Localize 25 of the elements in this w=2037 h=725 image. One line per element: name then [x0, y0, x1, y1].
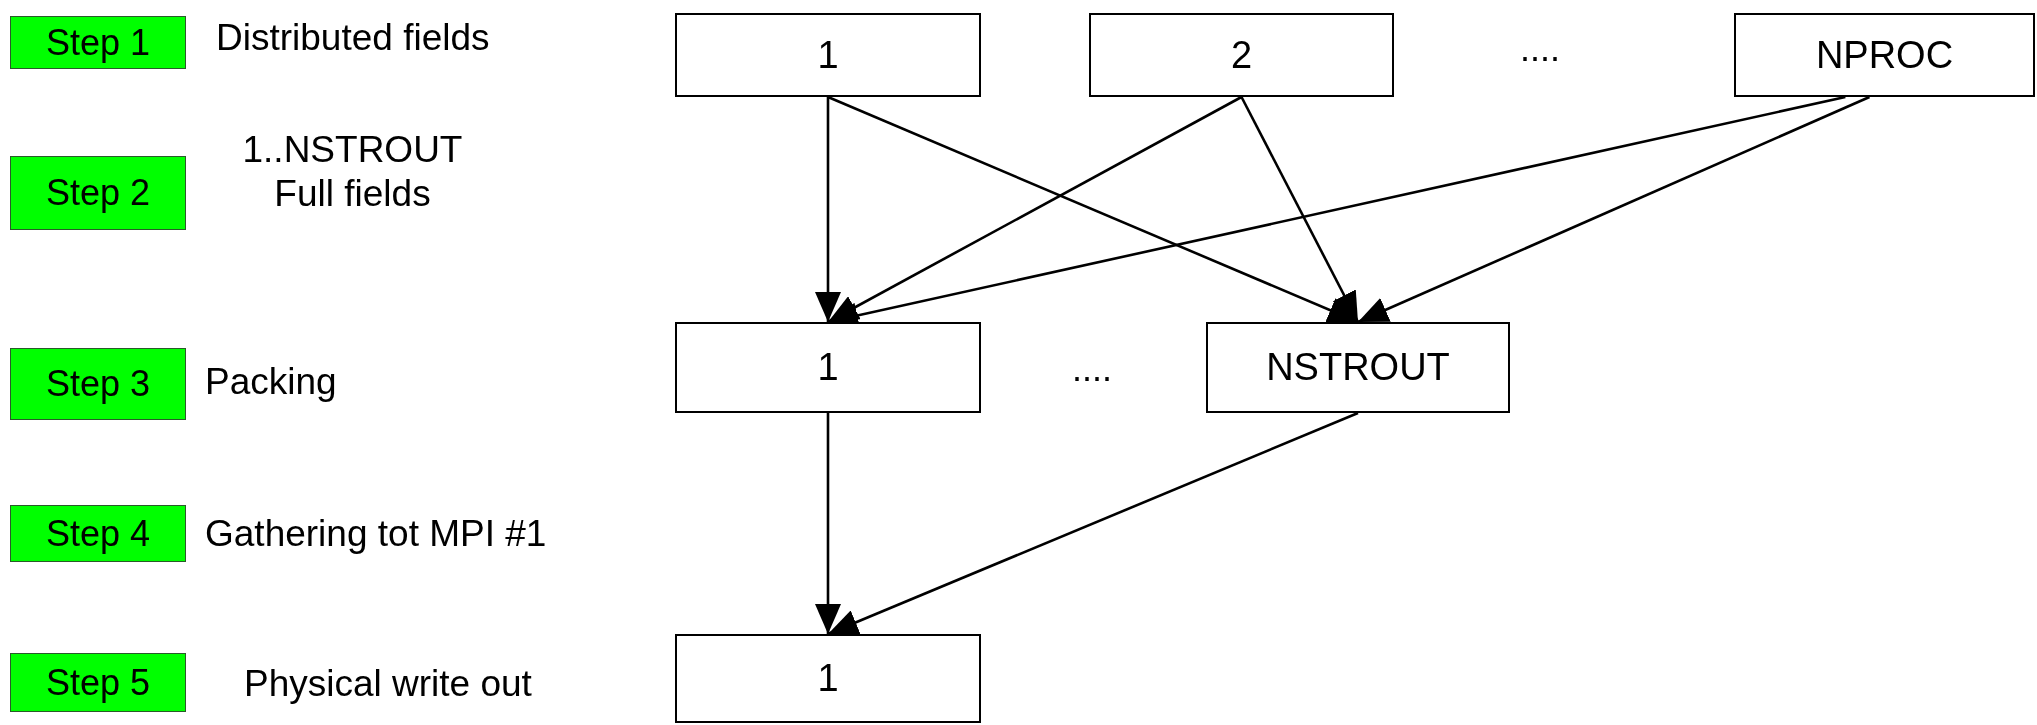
- step-badge: Step 2: [10, 156, 186, 230]
- step-description: 1..NSTROUT Full fields: [241, 128, 464, 217]
- process-box: 1: [675, 322, 981, 413]
- arrow: [815, 97, 841, 322]
- process-box: NPROC: [1734, 13, 2035, 97]
- step-description: Distributed fields: [216, 16, 491, 60]
- process-box: 2: [1089, 13, 1394, 97]
- ellipsis-label: ....: [1520, 28, 1560, 70]
- arrow: [827, 411, 1359, 636]
- step-badge: Step 5: [10, 653, 186, 712]
- step-description: Packing: [205, 360, 338, 404]
- arrow: [827, 95, 1359, 324]
- process-box: 1: [675, 13, 981, 97]
- step-badge: Step 4: [10, 505, 186, 562]
- step-badge: Step 1: [10, 16, 186, 69]
- step-description: Physical write out: [244, 662, 533, 706]
- arrow: [1240, 96, 1360, 323]
- step-description: Gathering tot MPI #1: [205, 512, 548, 556]
- process-box: NSTROUT: [1206, 322, 1510, 413]
- step-badge: Step 3: [10, 348, 186, 420]
- ellipsis-label: ....: [1072, 348, 1112, 390]
- arrow: [815, 413, 841, 634]
- process-box: 1: [675, 634, 981, 723]
- arrow: [827, 95, 1243, 324]
- arrow: [1357, 95, 1870, 324]
